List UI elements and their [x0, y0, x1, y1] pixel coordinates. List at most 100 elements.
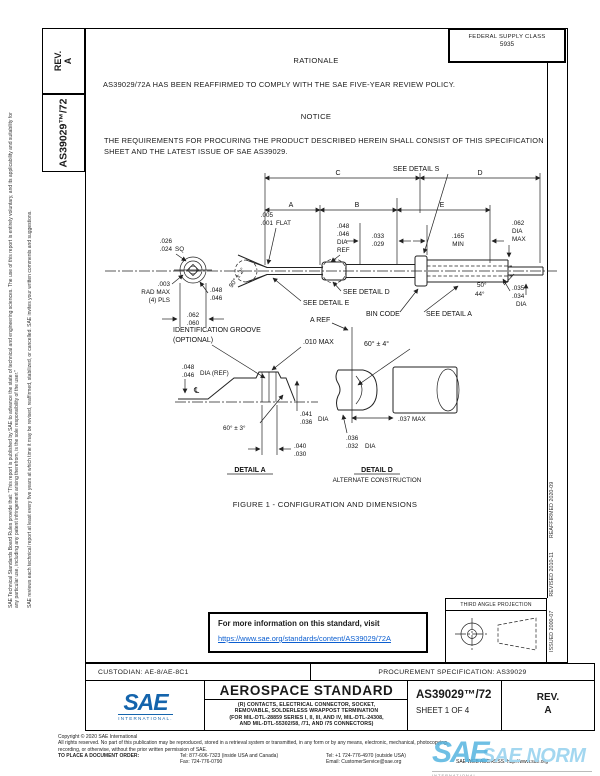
left-margin-disclaimer-2: SAE reviews each technical report at lea…: [27, 210, 33, 608]
dim-flat-top: .005: [261, 212, 274, 219]
dim-036-top: .036: [346, 435, 359, 442]
dim-040-top: .040: [294, 443, 307, 450]
callout-see-detail-e: SEE DETAIL E: [303, 300, 350, 307]
doc-number: AS39029™/72: [416, 689, 492, 701]
dim-da-ref-bot: .046: [182, 372, 195, 379]
revised-date: REVISED 2010-11: [549, 552, 555, 597]
dim-angle-60-3: 60° ± 3°: [223, 424, 246, 432]
dim-angle-44: 44°: [475, 290, 485, 298]
dim-angle-50: 50°: [477, 281, 487, 289]
dim-041-dia: DIA: [318, 416, 329, 423]
footer-rights-1: All rights reserved. No part of this pub…: [58, 740, 449, 747]
dim-165-bot: MIN: [452, 241, 464, 248]
detail-a-drawing: [178, 371, 300, 455]
standard-desc-1: (R) CONTACTS, ELECTRICAL CONNECTOR, SOCK…: [237, 702, 376, 708]
dim-ref-4: REF: [337, 247, 350, 254]
callout-see-detail-d: SEE DETAIL D: [343, 289, 390, 296]
dim-flat-word: FLAT: [276, 220, 291, 227]
dim-sq-top: .026: [160, 238, 173, 245]
footer-tel-us: Tel: 877-606-7323 (inside USA and Canada…: [180, 752, 279, 759]
dim-033-bot: .029: [372, 241, 385, 248]
dim-010-max: .010 MAX: [303, 339, 334, 346]
standard-desc-3: (FOR MIL-DTL-28859 SERIES I, II, III, AN…: [229, 714, 384, 721]
fsc-code: 5935: [499, 41, 515, 48]
detail-a-title: DETAIL A: [234, 467, 265, 474]
dim-end-dia-top: .048: [210, 287, 223, 294]
dim-end-w-top: .062: [187, 312, 200, 319]
fsc-box: FEDERAL SUPPLY CLASS 5935: [448, 28, 566, 63]
rev-box: REV. A: [42, 28, 85, 94]
dim-035-dia: DIA: [516, 301, 527, 308]
footer-tel-intl: Tel: +1 724-776-4970 (outside USA): [326, 752, 406, 759]
callout-bin-code: BIN CODE: [366, 311, 400, 318]
doc-number-vertical: AS39029™/72: [57, 98, 70, 168]
dim-sq-word: SQ: [175, 246, 184, 253]
label-id-groove: IDENTIFICATION GROOVE: [173, 327, 261, 334]
standard-desc-4: AND MIL-DTL-55302/58, /71, AND /75 CONNE…: [239, 721, 374, 728]
rev-cell-label: REV.: [536, 692, 560, 703]
dim-c: C: [335, 170, 340, 177]
rev-cell-value: A: [544, 705, 552, 716]
doc-number-cell: AS39029™/72 SHEET 1 OF 4: [407, 680, 503, 731]
dim-165-top: .165: [452, 233, 465, 240]
watermark-text: SAE NORM: [481, 745, 586, 767]
dim-041-bot: .036: [300, 419, 313, 426]
watermark: SAE SAE NORM INTERNATIONAL. ——————: [432, 736, 592, 776]
main-frame: [85, 28, 568, 663]
sae-logo-text: SAE: [123, 688, 168, 715]
rev-box-label: REV.: [53, 50, 64, 72]
dim-end-dia-bot: .046: [210, 295, 223, 302]
dim-040-bot: .030: [294, 451, 307, 458]
dim-036-dia: DIA: [365, 443, 376, 450]
info-box-text: For more information on this standard, v…: [218, 619, 380, 628]
figure-1-drawing: .026 .024 SQ .003 RAD MAX (4) PLS .048 .…: [105, 166, 557, 484]
right-column-rule: [547, 63, 548, 598]
dim-035-top: .035: [512, 285, 525, 292]
footer-copyright: Copyright © 2020 SAE International: [58, 734, 138, 740]
dim-e: E: [440, 202, 445, 209]
dim-max-2: DIA: [512, 228, 523, 235]
dimension-lines: [264, 173, 541, 265]
figure-caption: FIGURE 1 - CONFIGURATION AND DIMENSIONS: [232, 500, 418, 509]
sae-logo: SAE INTERNATIONAL.: [118, 688, 173, 721]
footer-fax: Fax: 724-776-0790: [180, 759, 223, 766]
custodian-text: CUSTODIAN: AE-8/AE-8C1: [98, 669, 189, 676]
footer-email: Email: CustomerService@sae.org: [326, 759, 402, 766]
left-margin-disclaimer-1: SAE Technical Standards Board Rules prov…: [8, 112, 21, 608]
dim-035-bot: .034: [512, 293, 525, 300]
rev-cell: REV. A: [501, 680, 595, 731]
rationale-heading: RATIONALE: [293, 56, 339, 65]
fsc-label: FEDERAL SUPPLY CLASS: [468, 34, 546, 40]
dim-033-top: .033: [372, 233, 385, 240]
dim-ref-2: .046: [337, 231, 350, 238]
watermark-rule: ——————: [562, 773, 592, 776]
dim-da-ref-dia: DIA (REF): [200, 370, 229, 377]
standard-link[interactable]: https://www.sae.org/standards/content/AS…: [218, 634, 391, 643]
dim-rad-2: RAD MAX: [141, 289, 170, 296]
footer-order-label: TO PLACE A DOCUMENT ORDER:: [58, 752, 140, 759]
rev-box-value: A: [63, 57, 74, 65]
dim-angle-90: 90° ± 2°: [227, 266, 247, 289]
contact-flare: [234, 254, 268, 288]
notice-body: THE REQUIREMENTS FOR PROCURING THE PRODU…: [104, 136, 544, 156]
info-box: For more information on this standard, v…: [208, 612, 428, 653]
standard-title: AEROSPACE STANDARD: [205, 681, 408, 700]
dim-041-top: .041: [300, 411, 313, 418]
dim-end-w-bot: .060: [187, 320, 200, 327]
sae-logo-sub: INTERNATIONAL.: [118, 713, 173, 721]
third-angle-projection-icon: [455, 617, 537, 651]
label-id-optional: (OPTIONAL): [173, 337, 213, 344]
contact-side-view: [267, 255, 544, 287]
watermark-sub: INTERNATIONAL.: [432, 773, 479, 776]
dim-ref-3: DIA: [337, 239, 348, 246]
label-a-ref: A REF: [310, 317, 330, 324]
watermark-sae-glyph: SAE: [432, 736, 490, 769]
dim-d: D: [477, 170, 482, 177]
callout-see-detail-s: SEE DETAIL S: [393, 166, 440, 173]
detail-d-drawing: [335, 366, 460, 434]
rationale-body: AS39029/72A HAS BEEN REAFFIRMED TO COMPL…: [103, 80, 456, 89]
dim-max-1: .062: [512, 220, 525, 227]
footer-web: SAE WEB ADDRESS: http://www.sae.org: [456, 759, 548, 766]
dim-da-ref-top: .048: [182, 364, 195, 371]
dim-036-bot: .032: [346, 443, 359, 450]
